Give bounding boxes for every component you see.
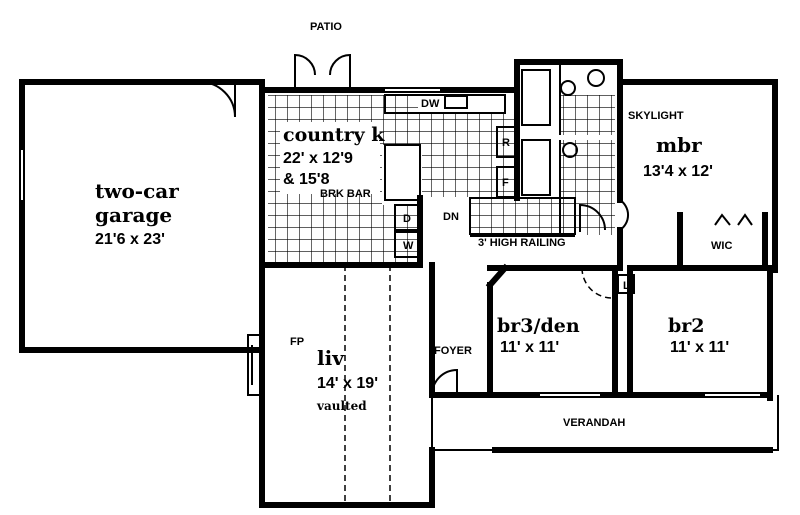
garage-name-2: garage xyxy=(95,203,172,227)
label-patio: PATIO xyxy=(310,21,342,33)
kitchen-size-1: 22' x 12'9 xyxy=(283,150,353,167)
label-stairs-down: DN xyxy=(443,211,459,223)
label-dw: DW xyxy=(421,98,440,110)
label-railing: 3' HIGH RAILING xyxy=(478,237,566,249)
label-linen: L xyxy=(623,280,630,292)
garage-name-1: two-car xyxy=(95,179,179,203)
label-verandah: VERANDAH xyxy=(563,417,625,429)
label-wic: WIC xyxy=(711,240,732,252)
kitchen-name: country k xyxy=(283,124,385,146)
br2-name: br2 xyxy=(668,315,705,337)
label-fireplace: FP xyxy=(290,336,304,348)
label-refrigerator: R xyxy=(502,137,510,149)
label-dryer: D xyxy=(403,213,411,225)
living-name: liv xyxy=(317,346,345,370)
br3-size: 11' x 11' xyxy=(500,339,559,356)
living-note: vaulted xyxy=(316,399,367,413)
living-size: 14' x 19' xyxy=(317,375,378,392)
label-washer: W xyxy=(403,240,414,252)
label-foyer: FOYER xyxy=(434,345,472,357)
label-brk-bar: BRK BAR xyxy=(320,188,371,200)
house-walls xyxy=(247,0,800,508)
mbr-name: mbr xyxy=(656,133,702,157)
kitchen-size-2: & 15'8 xyxy=(283,171,330,188)
br3-name: br3/den xyxy=(497,315,580,337)
garage-size: 21'6 x 23' xyxy=(95,231,165,248)
label-freezer: F xyxy=(502,177,509,189)
label-skylight: SKYLIGHT xyxy=(628,110,684,122)
mbr-size: 13'4 x 12' xyxy=(643,163,713,180)
br2-size: 11' x 11' xyxy=(670,339,729,356)
